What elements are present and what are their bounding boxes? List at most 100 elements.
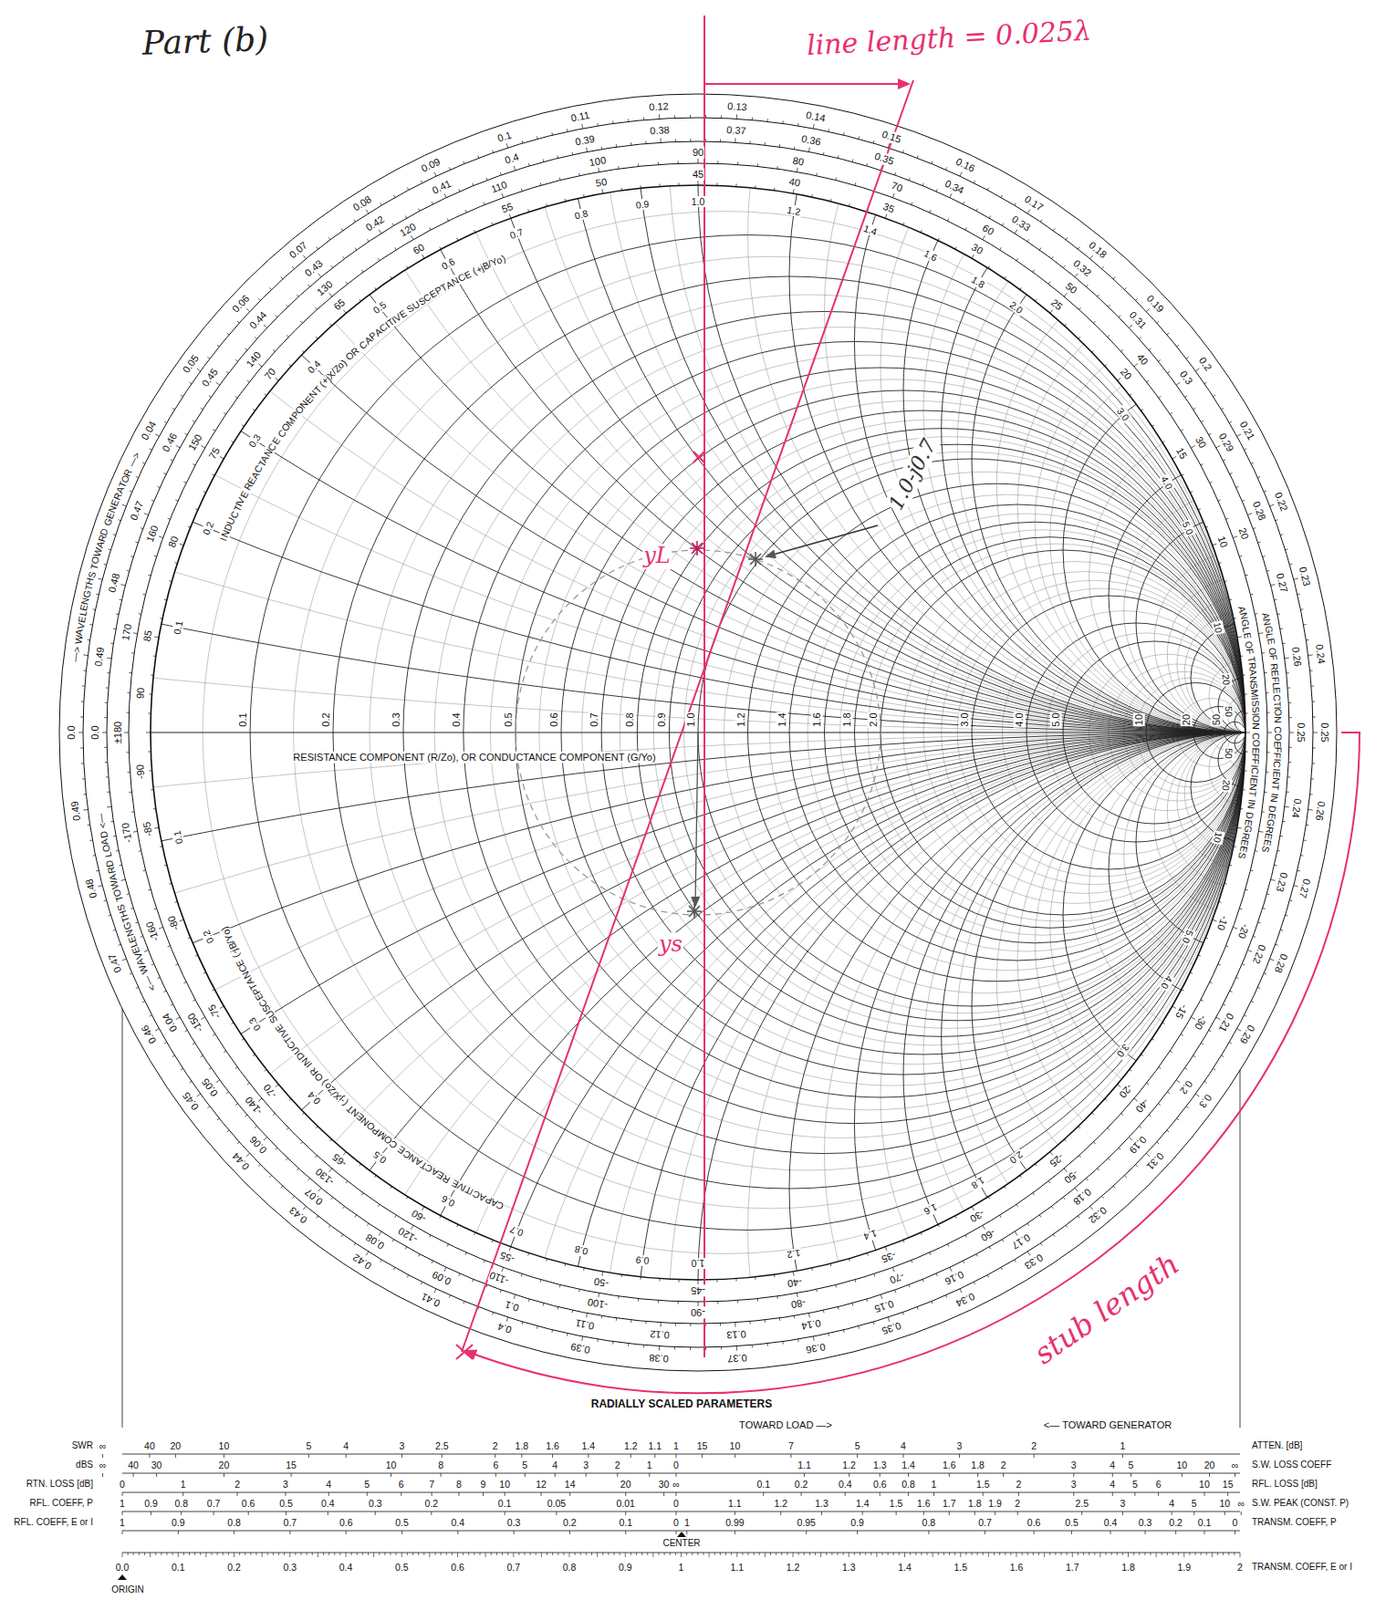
scale-tick: [222, 1552, 224, 1556]
wavelength-label: 0.23: [1273, 870, 1291, 895]
scale-tick: [223, 1473, 225, 1478]
scale-tick: [1242, 789, 1246, 791]
reactance-arc: [150, 0, 1386, 733]
scale-tick: [124, 732, 129, 734]
wavelength-label: 0.41: [428, 177, 454, 197]
scale-tick: [286, 334, 289, 337]
scale-tick: [180, 1511, 182, 1516]
scale-tick: [167, 518, 171, 520]
reactance-label: 2.0: [1007, 1148, 1027, 1168]
scale-tick: [658, 183, 660, 187]
scale-tick: [1090, 255, 1094, 260]
scale-tick: [1073, 1473, 1074, 1478]
scale-tick: [356, 1552, 358, 1556]
scale-tick: [241, 425, 244, 428]
scale-tick: [716, 1280, 718, 1283]
scale-tick: [97, 885, 103, 887]
scale-tick: [331, 265, 334, 268]
scale-tick: [490, 1552, 492, 1556]
scale-value: 14: [564, 1479, 576, 1491]
scale-tick: [834, 177, 837, 181]
scale-tick: [1289, 563, 1293, 566]
reactance-arc: [1124, 489, 1368, 733]
wavelength-label: 0.29: [1237, 1022, 1258, 1048]
scale-value: 7: [788, 1440, 794, 1452]
wavelength-label: 0.48: [83, 876, 100, 901]
scale-tick: [87, 824, 91, 826]
scale-tick: [223, 412, 226, 415]
scale-tick: [929, 209, 931, 213]
scale-value: 30: [151, 1459, 163, 1471]
reactance-arc: [1108, 732, 1383, 1007]
reactance-arc: [561, 0, 1386, 733]
scale-tick: [773, 1274, 775, 1278]
scale-tick: [1229, 421, 1232, 424]
scale-tick: [1032, 270, 1035, 272]
scale-tick: [1083, 1552, 1084, 1556]
scale-tick: [392, 1240, 395, 1243]
scale-tick: [1273, 864, 1277, 867]
scale-tick: [1312, 700, 1315, 702]
reactance-label: 0.6: [438, 1192, 458, 1209]
scale-tick: [457, 1224, 459, 1228]
scale-tick: [203, 491, 207, 493]
scale-tick: [1162, 1022, 1166, 1025]
scale-tick: [521, 1454, 522, 1459]
wavelength-label: 0.49: [92, 646, 106, 669]
reactance-label: 3.0: [1114, 405, 1133, 425]
wavelength-label: 0.12: [648, 1328, 671, 1342]
scale-tick: [1305, 824, 1309, 826]
scale-tick: [1063, 292, 1067, 297]
scale-tick: [848, 1259, 851, 1262]
scale-tick: [170, 1004, 174, 1006]
scale-tick: [434, 172, 437, 178]
scale-value: 4: [343, 1440, 349, 1452]
scale-tick: [227, 333, 230, 335]
scale-tick: [1234, 1473, 1236, 1478]
scale-tick: [212, 1034, 216, 1037]
scale-tick: [133, 1552, 135, 1556]
scale-tick: [1148, 348, 1151, 351]
scale-tick: [478, 155, 480, 158]
scale-tick: [1014, 1231, 1018, 1236]
scale-value: 10: [499, 1479, 511, 1491]
scale-tick: [734, 1531, 736, 1535]
scale-tick: [366, 1492, 368, 1497]
scale-tick: [380, 1260, 383, 1263]
reactance-arc: [941, 124, 1386, 733]
marker-label: CENTER: [662, 1538, 700, 1550]
scale-tick: [1181, 474, 1185, 476]
wavelength-label: 0.11: [569, 109, 593, 126]
scale-tick: [354, 248, 357, 251]
scale-tick: [144, 513, 149, 516]
scale-tick: [129, 973, 133, 975]
angle-label: -80: [165, 914, 182, 934]
scale-value: 6: [492, 1459, 499, 1471]
angle-label: -100: [585, 1296, 610, 1313]
scale-name: TRANSM. COEFF, P: [1251, 1517, 1337, 1529]
wavelength-label: 0.32: [1070, 256, 1095, 280]
scale-tick: [121, 879, 126, 881]
scale-tick: [630, 1454, 632, 1459]
scale-tick: [133, 632, 138, 635]
scale-tick: [1027, 239, 1030, 241]
scale-tick: [138, 613, 142, 615]
scale-value: 0.9: [144, 1498, 158, 1510]
scale-tick: [95, 870, 99, 873]
scale-tick: [741, 1552, 743, 1556]
wavelength-label: 0.27: [1296, 876, 1314, 901]
scale-tick: [106, 806, 112, 809]
scale-tick: [1195, 368, 1199, 372]
scale-tick: [144, 1552, 146, 1556]
scale-tick: [730, 1552, 732, 1556]
scale-tick: [948, 218, 949, 221]
scale-tick: [1286, 792, 1290, 793]
scale-tick: [482, 1492, 484, 1497]
origin-marker: [117, 1574, 127, 1581]
wavelength-label: 0.46: [138, 1022, 159, 1048]
scale-tick: [1162, 440, 1166, 443]
scale-tick: [551, 132, 553, 136]
scale-tick: [999, 1552, 1001, 1556]
wavelength-label: 0.47: [105, 951, 125, 976]
reactance-arc: [463, 732, 1386, 1600]
